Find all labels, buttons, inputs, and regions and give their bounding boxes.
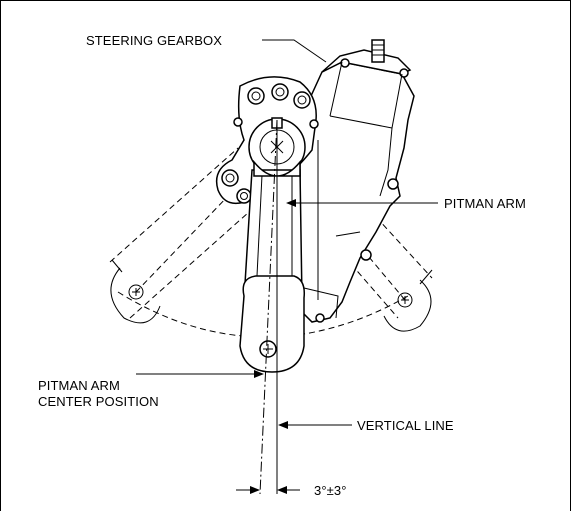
arrow-pitman-arm: [286, 199, 296, 207]
arrow-pitman-center: [254, 370, 264, 378]
label-pitman-arm-center-line1: PITMAN ARM: [38, 378, 120, 393]
pitman-arm-left-position: [109, 145, 277, 324]
pitman-arm: [239, 159, 306, 373]
label-steering-gearbox: STEERING GEARBOX: [86, 33, 222, 48]
label-vertical-line: VERTICAL LINE: [357, 418, 454, 433]
angle-dimension: [236, 486, 300, 494]
steering-gearbox: [215, 39, 415, 323]
pitman-arm-center-line: [259, 119, 278, 495]
leader-steering-gearbox: [262, 39, 327, 63]
label-angle-spec: 3°±3°: [314, 483, 347, 498]
label-pitman-arm: PITMAN ARM: [444, 196, 526, 211]
arrow-vertical-line: [278, 421, 288, 429]
label-pitman-arm-center-line2: CENTER POSITION: [38, 394, 159, 409]
